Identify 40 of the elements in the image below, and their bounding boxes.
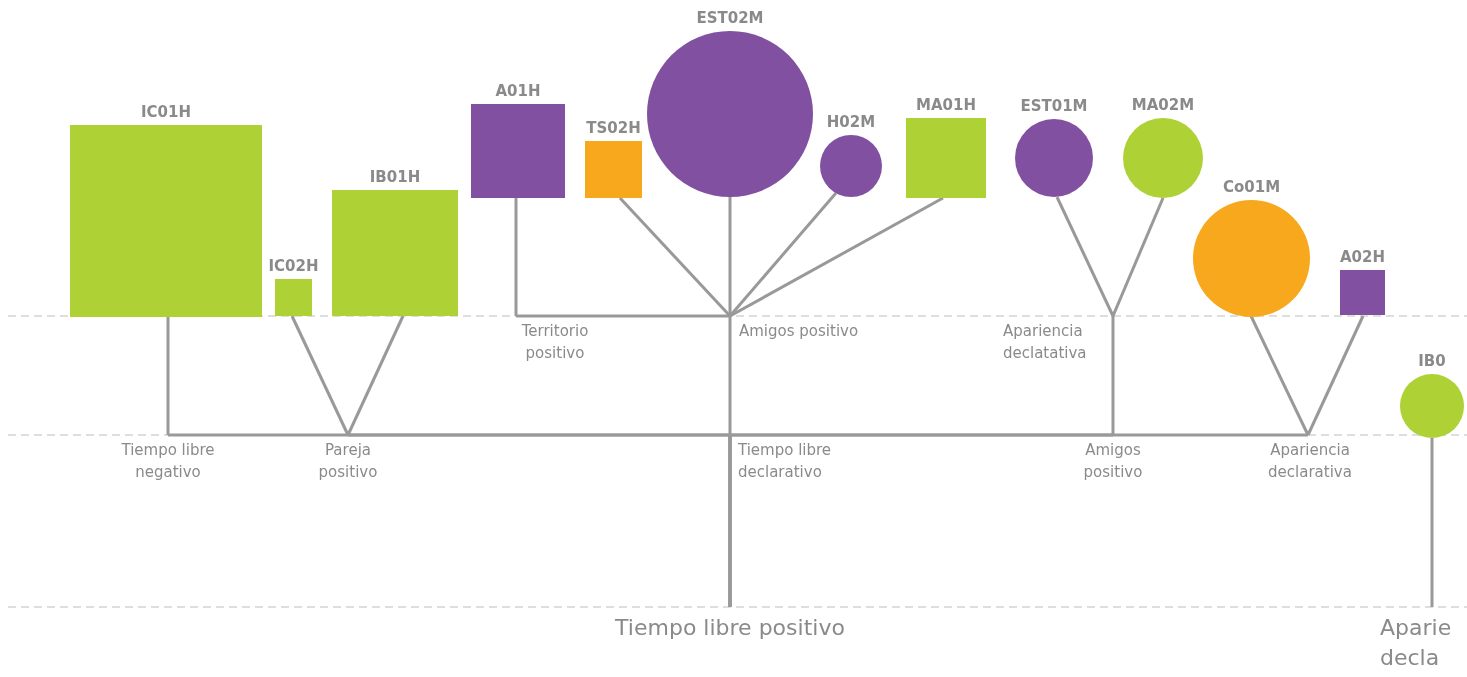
connector-line [729, 196, 944, 318]
node-label: MA01H [916, 96, 976, 114]
branch-label: Tiempo libre negativo [120, 440, 216, 483]
connector-line [728, 197, 732, 316]
node-label: IB01H [369, 168, 421, 186]
connector-line [1249, 315, 1310, 436]
connector-line [516, 314, 730, 318]
connector-line [728, 192, 838, 317]
node-label: TS02H [586, 119, 641, 137]
node-label: Co01M [1222, 178, 1281, 196]
node-label: MA02M [1131, 96, 1195, 114]
connector-line [1430, 438, 1434, 607]
root-label: Tiempo libre positivo [614, 614, 846, 642]
branch-label: Amigos positivo [1082, 440, 1144, 483]
connector-line [290, 315, 350, 436]
connector-line [1111, 197, 1165, 317]
node-label: IB0 [1418, 352, 1446, 370]
node-label: IC02H [268, 257, 319, 275]
branch-label: Apariencia declarativa [1267, 440, 1353, 483]
node-label: EST02M [696, 9, 764, 27]
branch-label: Pareja positivo [317, 440, 379, 483]
connector-line [1111, 316, 1115, 435]
connector-line [166, 316, 170, 435]
node-label: A01H [495, 82, 541, 100]
branch-label: Tiempo libre declarativo [738, 440, 833, 483]
connector-line [346, 315, 405, 436]
node-label: IC01H [141, 103, 191, 121]
connector-line [514, 198, 518, 316]
node-label: H02M [826, 113, 876, 131]
root-label: Aparie decla [1380, 614, 1453, 672]
branch-label: Apariencia declatativa [1003, 321, 1088, 364]
connector-line [728, 316, 732, 435]
branch-label: Amigos positivo [739, 321, 860, 342]
connector-line [1306, 315, 1365, 436]
connector-line [728, 433, 1308, 607]
connector-line [1055, 196, 1115, 317]
connector-line [618, 196, 732, 318]
branch-label: Territorio positivo [520, 321, 590, 364]
node-label: A02H [1339, 248, 1385, 266]
node-label: EST01M [1020, 97, 1088, 115]
